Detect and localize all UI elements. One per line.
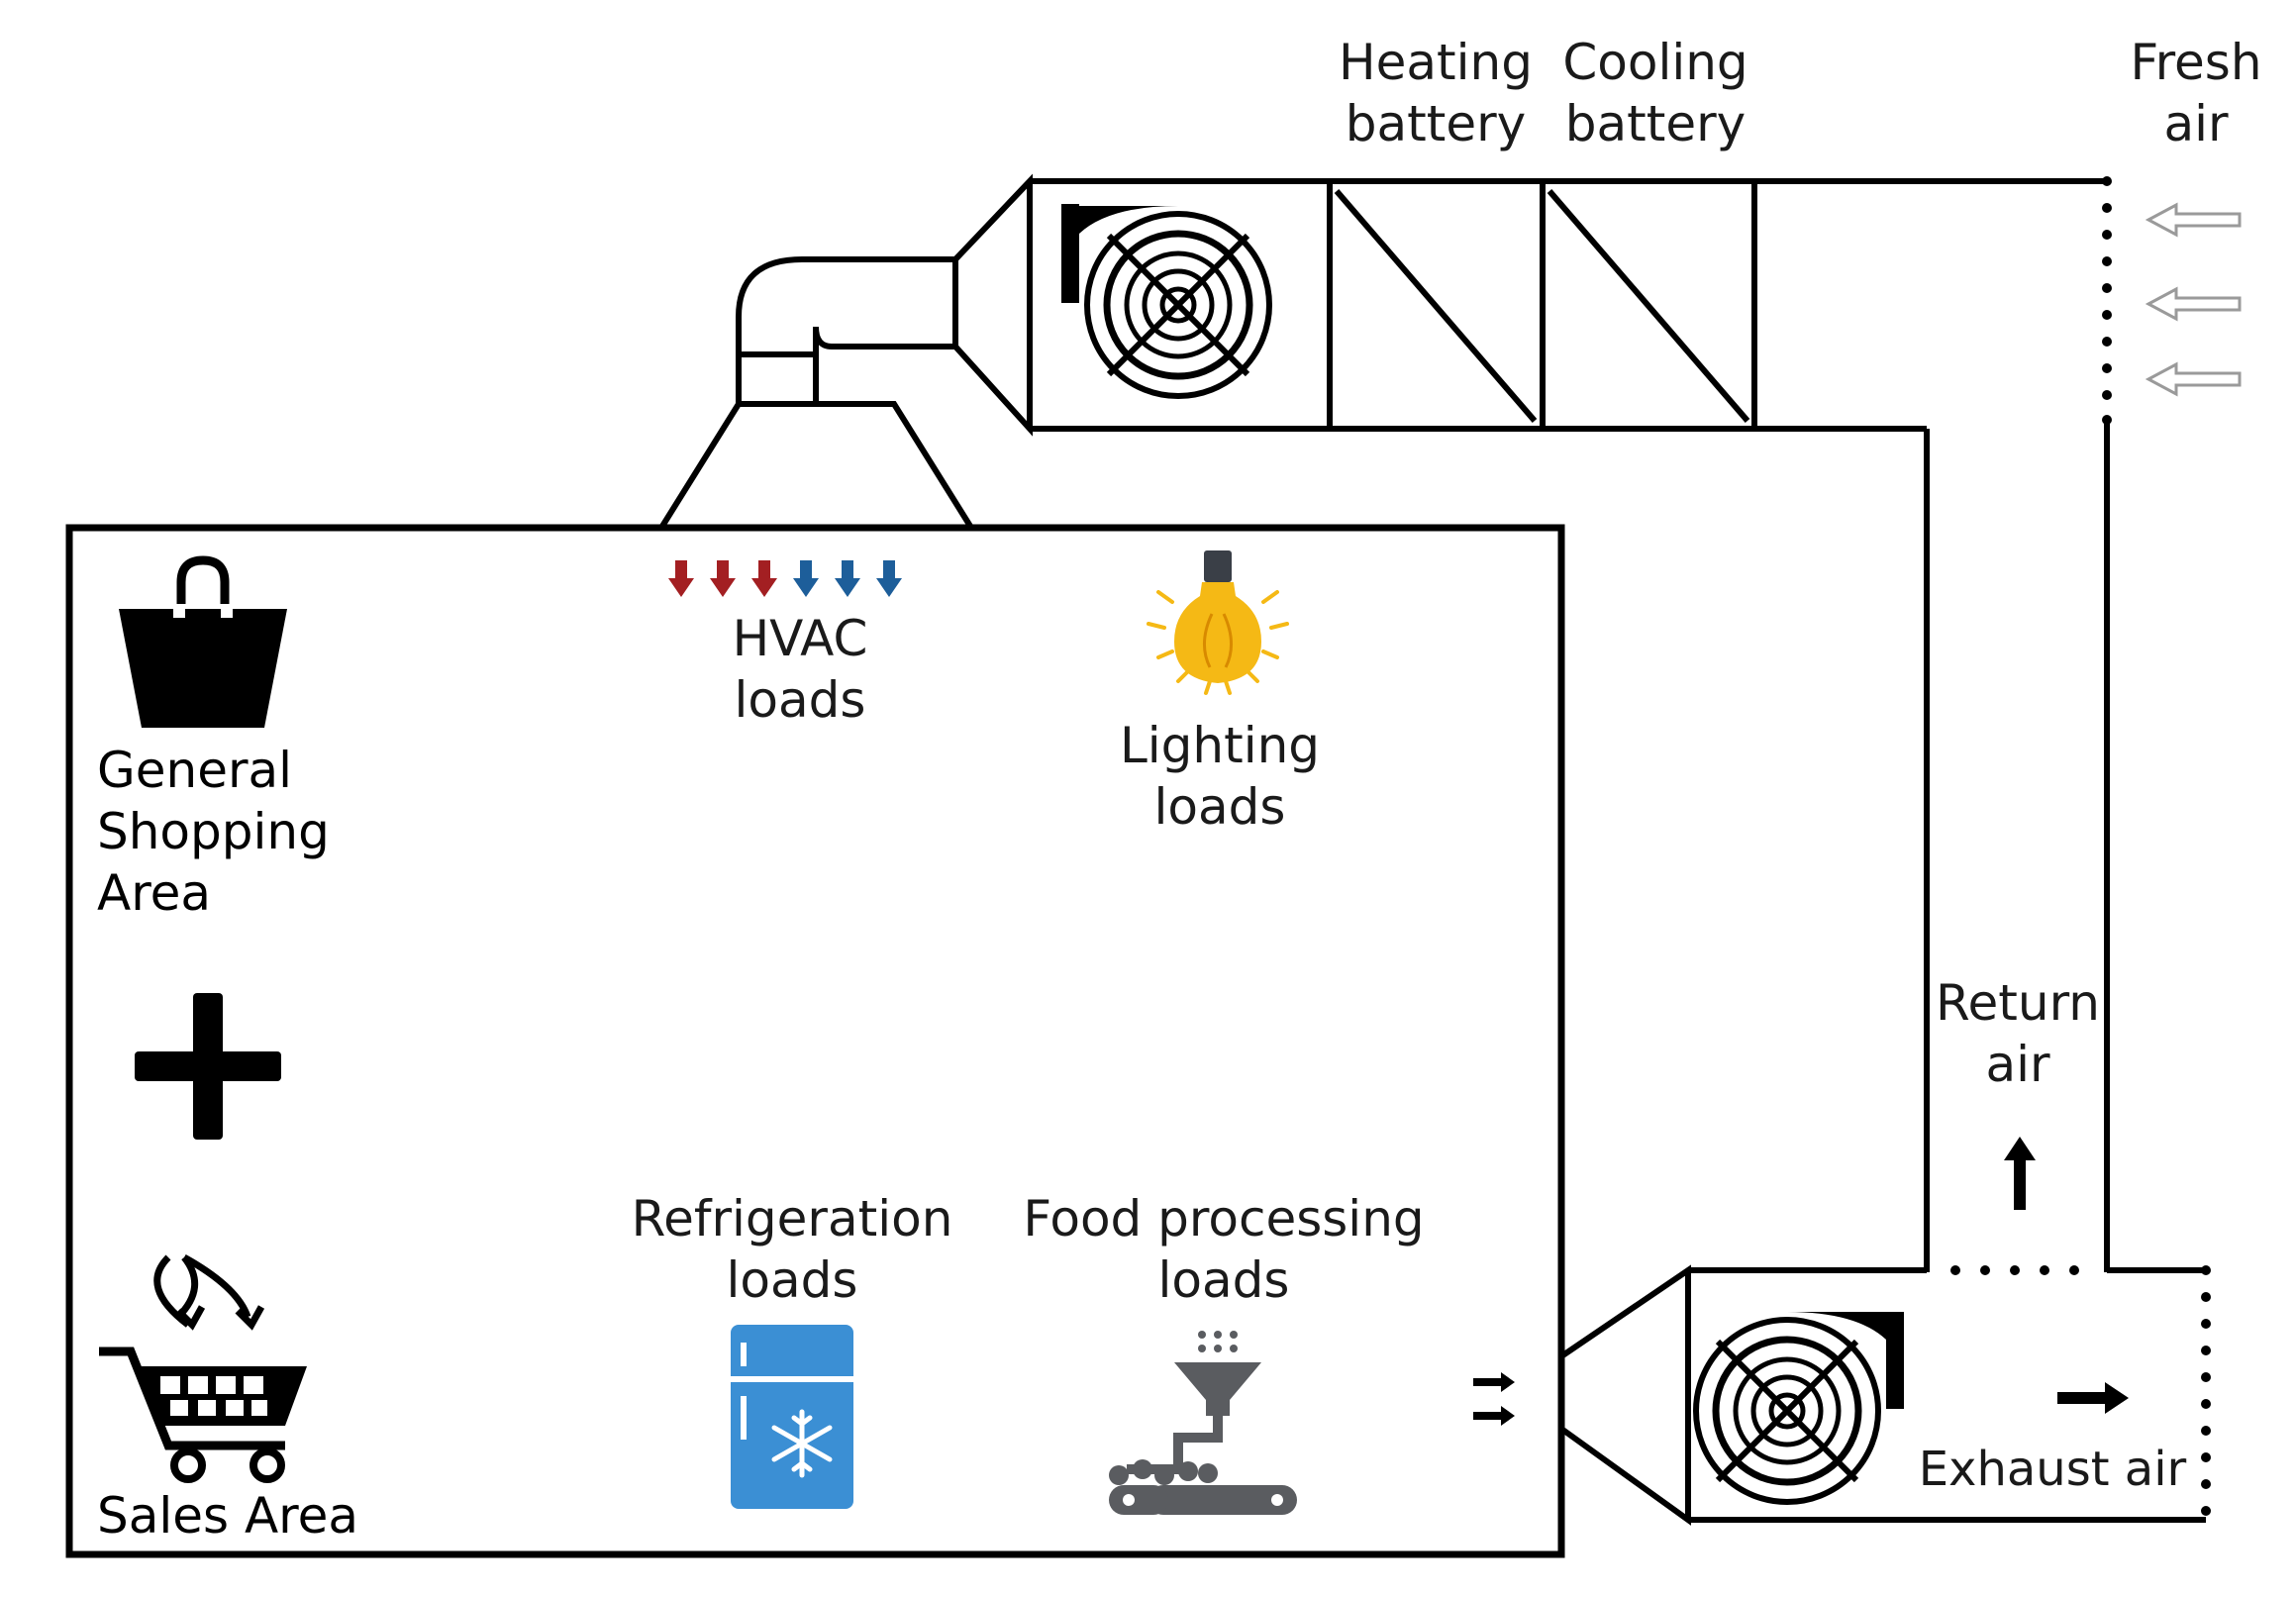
cooling-battery-diagonal	[1547, 189, 1750, 423]
cooling-battery-label: Cooling battery	[1562, 34, 1747, 152]
lighting-loads-label-line1: Lighting	[1120, 717, 1320, 774]
heating-battery-label-line2: battery	[1346, 95, 1527, 152]
lighting-loads-label-line2: loads	[1154, 778, 1286, 836]
supply-diffuser	[658, 401, 974, 530]
food-processing-loads-label-line1: Food processing	[1023, 1190, 1424, 1248]
return-air-label-line1: Return	[1936, 974, 2100, 1032]
refrigeration-loads-label: Refrigeration loads	[632, 1190, 953, 1309]
supply-ductwork	[658, 173, 1033, 530]
warm-arrow	[668, 560, 777, 597]
fresh-air-label-line2: air	[2163, 95, 2229, 152]
general-shopping-area-label-line3: Area	[97, 864, 211, 922]
return-ductwork	[1924, 418, 2110, 1272]
cool-arrow	[793, 560, 902, 597]
exhaust-air-label: Exhaust air	[1919, 1442, 2187, 1497]
general-shopping-area-label-line2: Shopping	[97, 803, 330, 860]
exhaust-grille-dots	[2201, 1265, 2211, 1516]
general-shopping-area-label: General Shopping Area	[97, 742, 330, 922]
return-air-arrow	[2004, 1137, 2036, 1210]
food-processing-loads-label-line2: loads	[1158, 1251, 1290, 1309]
fresh-air-grille	[2102, 176, 2112, 425]
cooling-battery-label-line2: battery	[1565, 95, 1747, 152]
plus-icon	[135, 993, 281, 1140]
heating-battery-label-line1: Heating	[1339, 34, 1533, 91]
shopping-bag-icon	[119, 555, 287, 728]
return-air-label: Return air	[1936, 974, 2100, 1093]
hvac-load-arrows	[668, 560, 902, 597]
hvac-loads-label: HVAC loads	[733, 610, 868, 729]
room-outflow-arrows	[1473, 1372, 1515, 1426]
exhaust-unit	[1558, 1264, 2206, 1526]
supply-transition	[952, 173, 1033, 437]
sales-area-label: Sales Area	[97, 1487, 358, 1545]
fresh-air-label-line1: Fresh	[2130, 34, 2261, 91]
return-opening-dots	[1950, 1265, 2079, 1275]
duct-elbow	[736, 256, 955, 354]
return-air-label-line2: air	[1985, 1036, 2050, 1093]
heating-battery-label: Heating battery	[1339, 34, 1533, 152]
exhaust-air-arrow	[2057, 1382, 2129, 1414]
shopping-cart-icon	[99, 1253, 307, 1483]
air-handling-unit	[1030, 178, 2107, 432]
refrigerator-icon	[731, 1325, 853, 1509]
food-processing-loads-label: Food processing loads	[1023, 1190, 1424, 1309]
heating-battery-diagonal	[1334, 189, 1538, 423]
refrigeration-loads-label-line1: Refrigeration	[632, 1190, 953, 1248]
hvac-loads-label-line2: loads	[735, 671, 866, 729]
light-bulb-icon	[1147, 550, 1289, 695]
hvac-loads-label-line1: HVAC	[733, 610, 868, 667]
fan-icon	[1061, 204, 1272, 399]
cooling-battery-box	[1540, 178, 1757, 432]
refrigeration-loads-label-line2: loads	[727, 1251, 858, 1309]
fan-icon	[1693, 1312, 1904, 1505]
food-processing-icon	[1109, 1331, 1297, 1515]
fresh-air-arrow-2	[2145, 286, 2242, 322]
general-shopping-area-label-line1: General	[97, 742, 292, 799]
sales-room	[65, 524, 1565, 1558]
fresh-air-arrows	[2145, 202, 2242, 397]
fresh-air-arrow-1	[2145, 202, 2242, 238]
return-transition	[1558, 1264, 1691, 1526]
fresh-air-label: Fresh air	[2130, 34, 2261, 152]
lighting-loads-label: Lighting loads	[1120, 717, 1320, 836]
duct-collar	[736, 351, 819, 407]
cooling-battery-label-line1: Cooling	[1562, 34, 1747, 91]
fresh-air-arrow-3	[2145, 361, 2242, 397]
